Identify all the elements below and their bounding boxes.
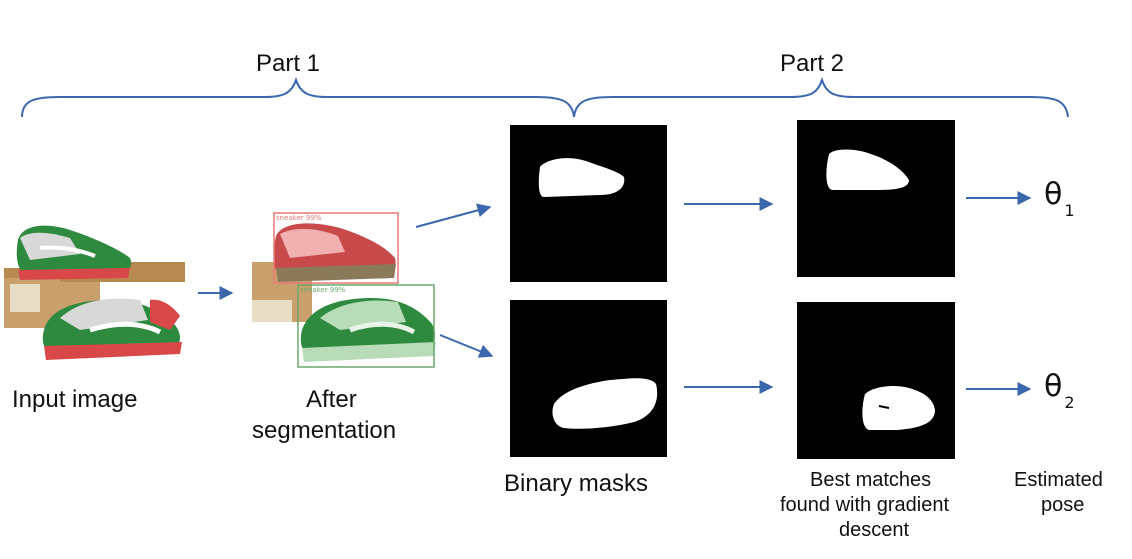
theta-1-symbol: θ — [1044, 177, 1063, 212]
detection-box-1 — [273, 212, 399, 284]
match-2-shoe — [862, 386, 935, 430]
input-image — [4, 225, 185, 360]
part1-brace — [21, 76, 575, 118]
theta-2-index: 2 — [1064, 393, 1075, 412]
segmentation-label-line1: After — [306, 386, 357, 413]
binary-mask-1 — [510, 125, 667, 282]
part2-brace — [573, 76, 1069, 118]
best-matches-label-line1: Best matches — [810, 469, 932, 491]
arrow-seg-to-mask2 — [439, 334, 494, 358]
part2-label: Part 2 — [780, 50, 845, 77]
segmentation-label-line2: segmentation — [252, 417, 397, 444]
detection-tag-2: sneaker 99% — [300, 286, 346, 294]
match-1-shoe — [826, 149, 909, 190]
detection-box-2 — [297, 284, 435, 368]
theta-2-symbol: θ — [1044, 369, 1063, 404]
theta-1-index: 1 — [1064, 201, 1075, 220]
binary-mask-2 — [510, 300, 667, 457]
detection-tag-1: sneaker 99% — [276, 214, 322, 222]
mask-1-shoe — [538, 158, 625, 197]
estimated-pose-label-line1: Estimated — [1014, 469, 1103, 491]
binary-masks-label: Binary masks — [504, 470, 649, 497]
best-matches-label-line3: descent — [839, 519, 910, 541]
best-match-2 — [797, 302, 955, 459]
part1-label: Part 1 — [256, 50, 321, 77]
mask-2-shoe — [552, 378, 658, 429]
input-image-label: Input image — [12, 386, 138, 413]
best-matches-label-line2: found with gradient — [780, 494, 950, 516]
segmentation-image: sneaker 99% sneaker 99% — [252, 212, 436, 368]
best-match-1 — [797, 120, 955, 277]
arrow-seg-to-mask1 — [415, 203, 492, 228]
estimated-pose-label-line2: pose — [1041, 494, 1085, 516]
